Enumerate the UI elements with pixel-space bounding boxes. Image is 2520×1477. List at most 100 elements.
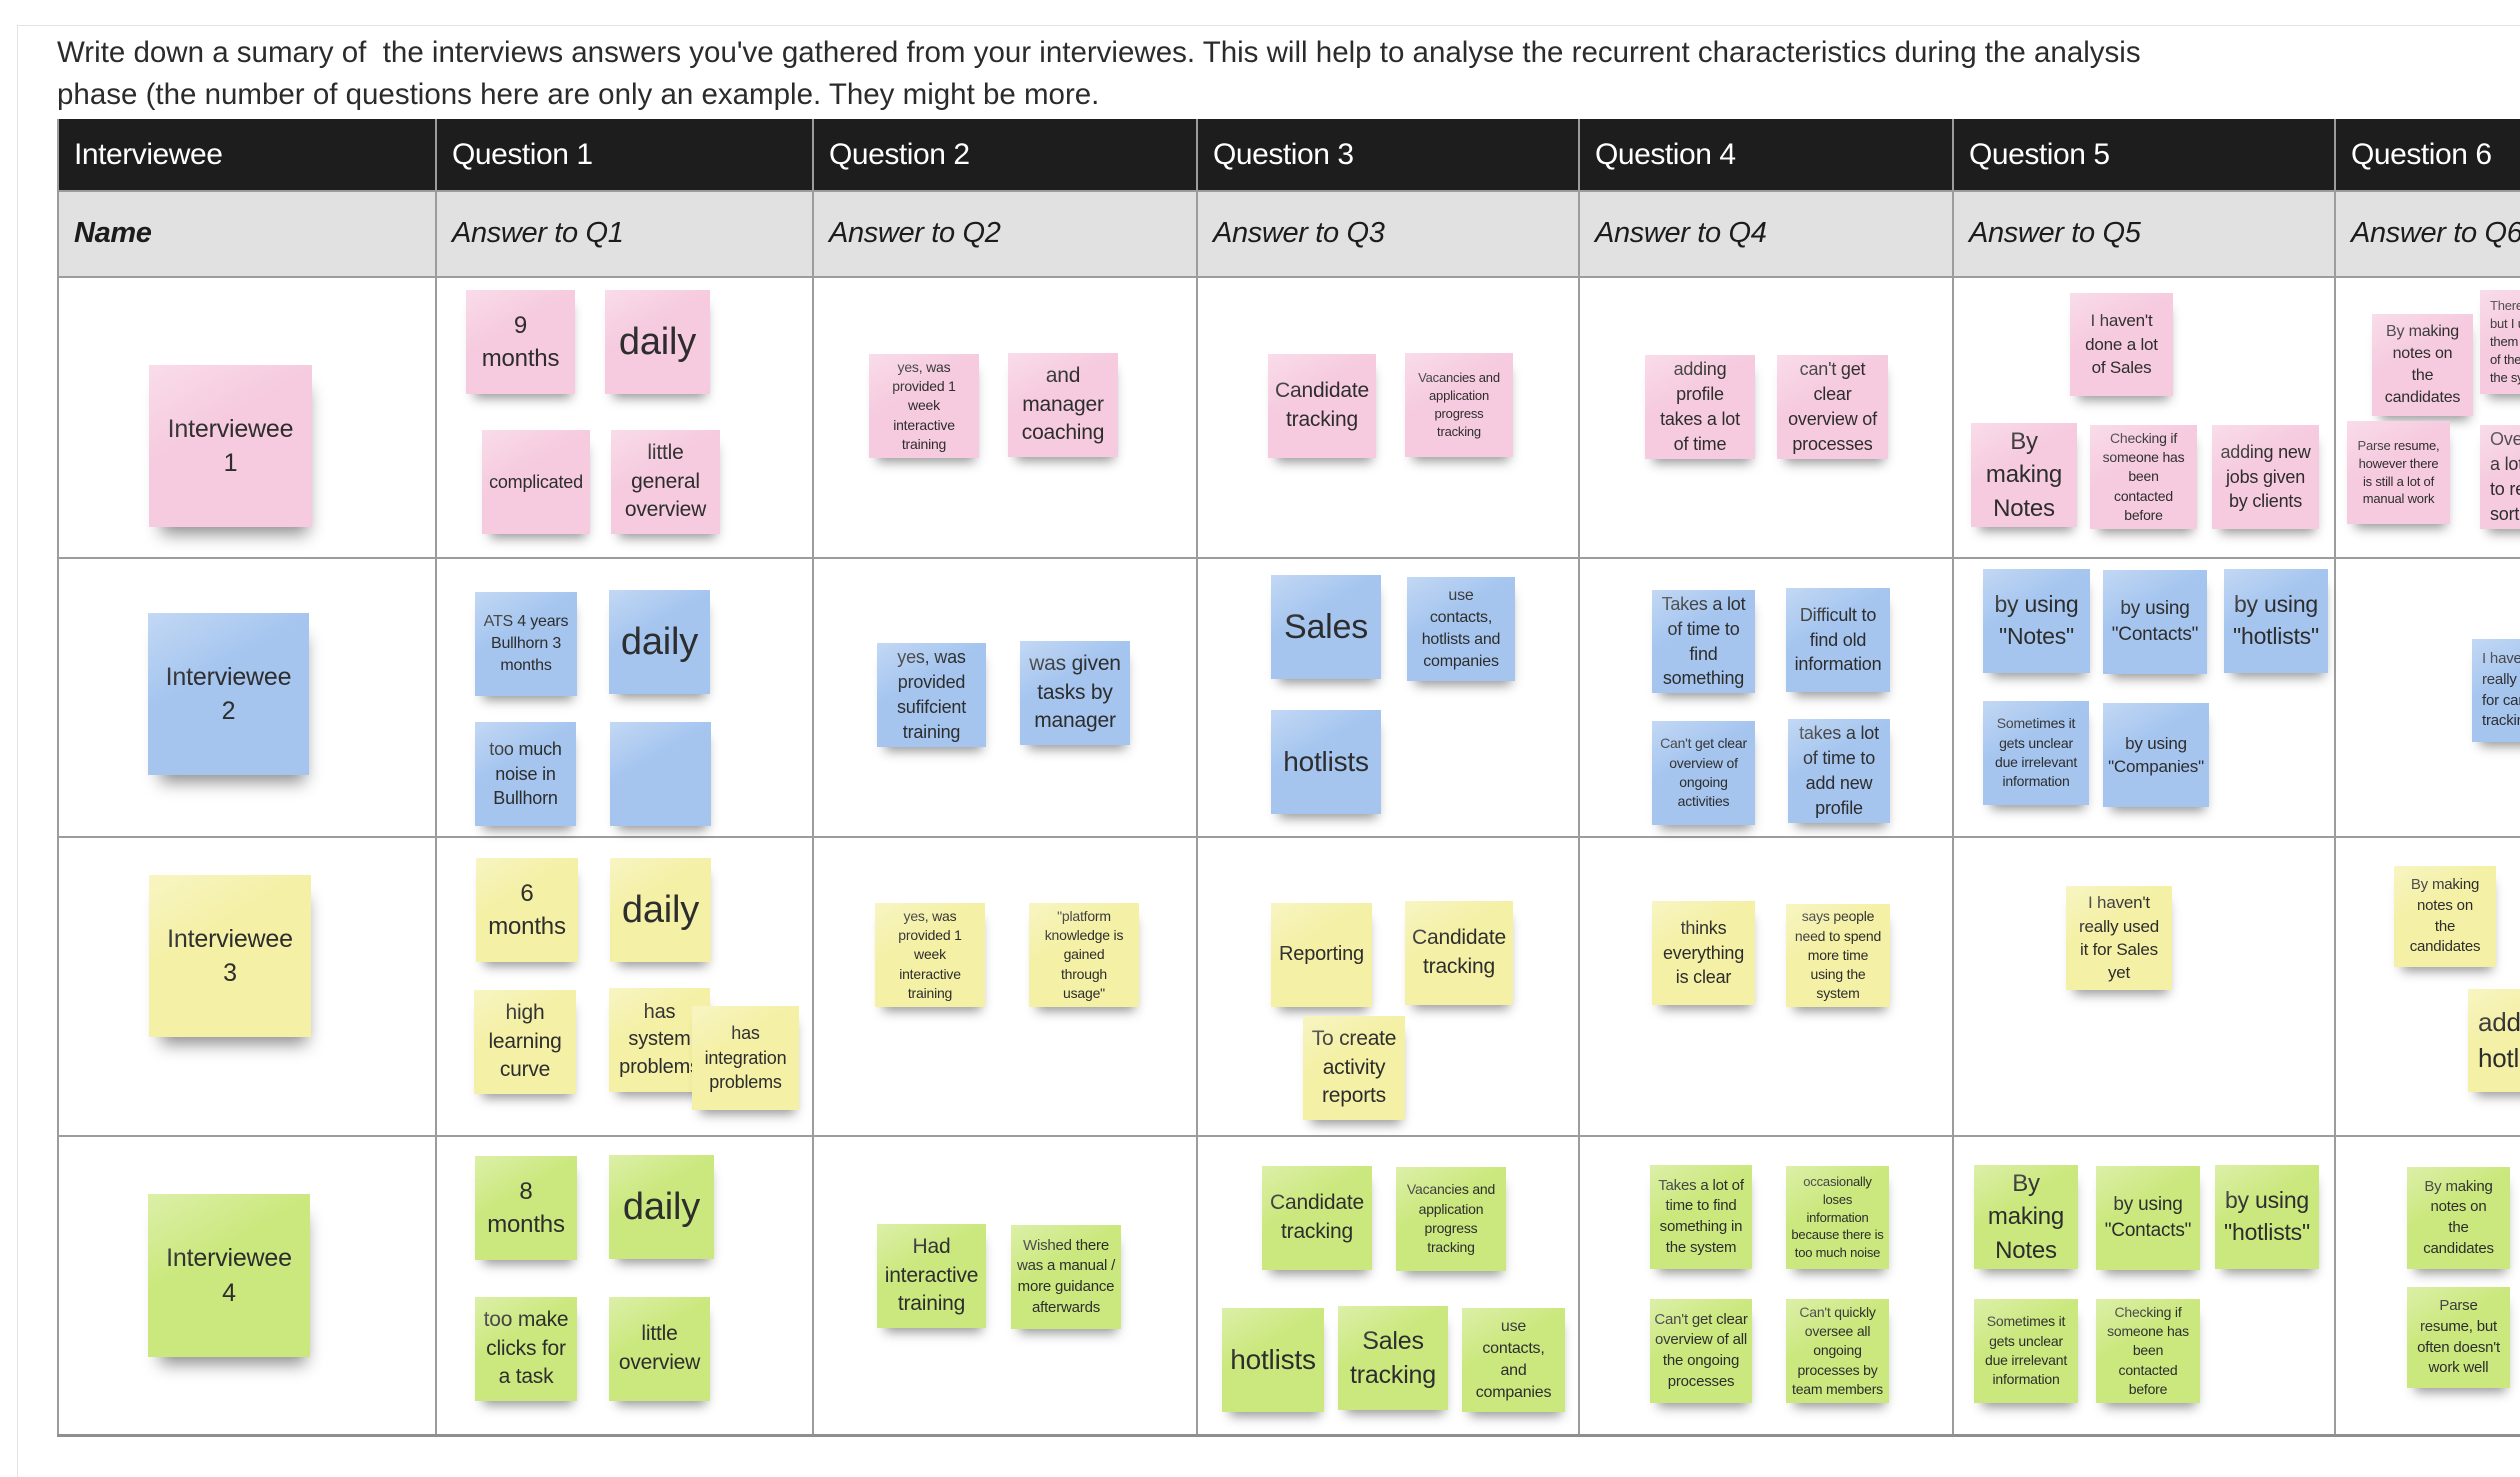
table-subheader-row (57, 190, 2520, 276)
sticky-note[interactable]: Sales tracking (1338, 1306, 1448, 1410)
sticky-note[interactable]: hotlists (1271, 710, 1381, 814)
column-header-interviewee[interactable]: Interviewee (74, 137, 223, 171)
sticky-note[interactable]: By making notes on the candidates (2407, 1167, 2510, 1269)
sticky-note[interactable]: Checking if someone has been contacted b… (2096, 1299, 2200, 1403)
sticky-note[interactable] (610, 722, 711, 826)
sticky-note[interactable]: Parse resume, but often doesn't work wel… (2407, 1287, 2510, 1388)
sticky-note[interactable]: Reporting (1271, 903, 1372, 1007)
sticky-note[interactable]: I haven't really used for candidate trac… (2472, 639, 2520, 742)
sticky-note[interactable]: by using "Companies" (2103, 703, 2209, 807)
sticky-note[interactable]: I haven't done a lot of Sales (2070, 293, 2173, 396)
sticky-note[interactable]: Candidate tracking (1268, 354, 1376, 458)
sticky-note[interactable]: Sales (1271, 575, 1381, 679)
sticky-note[interactable]: By making Notes (1974, 1165, 2078, 1269)
sticky-note[interactable]: use contacts, hotlists and companies (1407, 577, 1515, 681)
column-subheader-answer-to-q2[interactable]: Answer to Q2 (829, 216, 1001, 249)
column-header-question-2[interactable]: Question 2 (829, 137, 970, 171)
sticky-note[interactable]: by using "Notes" (1983, 569, 2090, 673)
sticky-note[interactable]: adding profile takes a lot of time (1645, 355, 1755, 459)
sticky-note[interactable]: by using "hotlists" (2215, 1165, 2319, 1269)
sticky-note[interactable]: Interviewee 2 (148, 613, 309, 775)
sticky-note[interactable]: 6 months (476, 858, 578, 962)
sticky-note[interactable]: has integration problems (692, 1006, 799, 1110)
grid-vline-0 (57, 119, 59, 1436)
column-subheader-name[interactable]: Name (74, 216, 152, 249)
column-header-question-5[interactable]: Question 5 (1969, 137, 2110, 171)
sticky-note[interactable]: little overview (609, 1297, 710, 1401)
sticky-note[interactable]: Interviewee 4 (148, 1194, 310, 1357)
column-header-question-3[interactable]: Question 3 (1213, 137, 1354, 171)
sticky-note[interactable]: by using "hotlists" (2224, 569, 2328, 673)
sticky-note[interactable]: Sometimes it gets unclear due irrelevant… (1974, 1299, 2078, 1403)
sticky-note[interactable]: adding new jobs given by clients (2212, 425, 2319, 529)
sticky-note[interactable]: 8 months (475, 1156, 577, 1260)
sticky-note[interactable]: by using "Contacts" (2096, 1166, 2200, 1270)
intro-text: Write down a sumary of the interviews an… (57, 36, 2141, 111)
sticky-note[interactable]: Sometimes it gets unclear due irrelevant… (1983, 701, 2089, 805)
sticky-note[interactable]: Can't get clear overview of ongoing acti… (1652, 721, 1755, 825)
sticky-note[interactable]: Checking if someone has been contacted b… (2090, 425, 2197, 529)
sticky-note[interactable]: use contacts, and companies (1462, 1308, 1565, 1412)
sticky-note[interactable]: Interviewee 1 (149, 365, 312, 527)
grid-vline-2 (812, 119, 814, 1436)
sticky-note[interactable]: daily (609, 1155, 714, 1259)
column-subheader-answer-to-q6[interactable]: Answer to Q6 (2351, 216, 2520, 249)
sticky-note[interactable]: To create activity reports (1303, 1016, 1405, 1120)
sticky-note[interactable]: ATS 4 years Bullhorn 3 months (475, 592, 577, 696)
sticky-note[interactable]: Takes a lot of time to find something (1652, 590, 1755, 693)
sticky-note[interactable]: daily (610, 858, 711, 962)
sticky-note[interactable]: There are but I use them because of the … (2480, 290, 2520, 394)
column-subheader-answer-to-q4[interactable]: Answer to Q4 (1595, 216, 1767, 249)
sticky-note[interactable]: yes, was provided 1 week interactive tra… (869, 354, 979, 458)
sticky-note[interactable]: can't get clear overview of processes (1777, 355, 1888, 459)
sticky-note[interactable]: too much noise in Bullhorn (475, 722, 576, 826)
sticky-note[interactable]: By making Notes (1971, 423, 2077, 527)
grid-hline-4 (57, 1135, 2520, 1137)
column-header-question-6[interactable]: Question 6 (2351, 137, 2492, 171)
sticky-note[interactable]: too make clicks for a task (475, 1297, 577, 1401)
sticky-note[interactable]: complicated (482, 430, 590, 534)
sticky-note[interactable]: 9 months (466, 290, 575, 394)
sticky-note[interactable]: Takes a lot of time to find something in… (1650, 1165, 1752, 1269)
sticky-note[interactable]: was given tasks by manager (1020, 641, 1130, 745)
sticky-note[interactable]: by using "Contacts" (2103, 570, 2207, 674)
sticky-note[interactable]: I haven't really used it for Sales yet (2066, 886, 2172, 990)
sticky-note[interactable]: Vacancies and application progress track… (1405, 353, 1513, 457)
column-header-question-1[interactable]: Question 1 (452, 137, 593, 171)
sticky-note[interactable]: adding hotlists (2468, 989, 2520, 1092)
sticky-note[interactable]: occasionally loses information because t… (1786, 1166, 1889, 1269)
sticky-note[interactable]: By making notes on the candidates (2372, 314, 2473, 416)
sticky-note[interactable]: high learning curve (474, 990, 576, 1094)
sticky-note[interactable]: By making notes on the candidates (2394, 866, 2496, 967)
sticky-note[interactable]: yes, was provided sufifcient training (877, 643, 986, 747)
column-subheader-answer-to-q3[interactable]: Answer to Q3 (1213, 216, 1385, 249)
grid-hline-2 (57, 557, 2520, 559)
grid-hline-1 (57, 276, 2520, 278)
grid-vline-4 (1578, 119, 1580, 1436)
sticky-note[interactable]: takes a lot of time to add new profile (1788, 719, 1890, 823)
grid-hline-5 (57, 1434, 2520, 1437)
sticky-note[interactable]: Wished there was a manual / more guidanc… (1011, 1225, 1121, 1329)
sticky-note[interactable]: Candidate tracking (1262, 1166, 1372, 1270)
sticky-note[interactable]: yes, was provided 1 week interactive tra… (875, 903, 985, 1007)
sticky-note[interactable]: Interviewee 3 (149, 875, 311, 1037)
column-subheader-answer-to-q1[interactable]: Answer to Q1 (452, 216, 624, 249)
column-subheader-answer-to-q5[interactable]: Answer to Q5 (1969, 216, 2141, 249)
sticky-note[interactable]: Can't get clear overview of all the ongo… (1650, 1299, 1752, 1403)
sticky-note[interactable]: daily (609, 590, 710, 694)
sticky-note[interactable]: thinks everything is clear (1652, 901, 1755, 1005)
sticky-note[interactable]: Had interactive training (877, 1224, 986, 1328)
sticky-note[interactable]: Vacancies and application progress track… (1396, 1167, 1506, 1271)
sticky-note[interactable]: says people need to spend more time usin… (1786, 904, 1890, 1007)
sticky-note[interactable]: little general overview (611, 430, 720, 534)
sticky-note[interactable]: Difficult to find old information (1786, 588, 1890, 692)
sticky-note[interactable]: and manager coaching (1008, 353, 1118, 457)
column-header-question-4[interactable]: Question 4 (1595, 137, 1736, 171)
sticky-note[interactable]: daily (605, 290, 710, 394)
sticky-note[interactable]: hotlists (1222, 1308, 1324, 1412)
sticky-note[interactable]: Candidate tracking (1405, 901, 1513, 1005)
sticky-note[interactable]: Parse resume, however there is still a l… (2347, 421, 2450, 524)
sticky-note[interactable]: Can't quickly oversee all ongoing proces… (1786, 1299, 1889, 1403)
sticky-note[interactable]: "platform knowledge is gained through us… (1029, 903, 1139, 1007)
